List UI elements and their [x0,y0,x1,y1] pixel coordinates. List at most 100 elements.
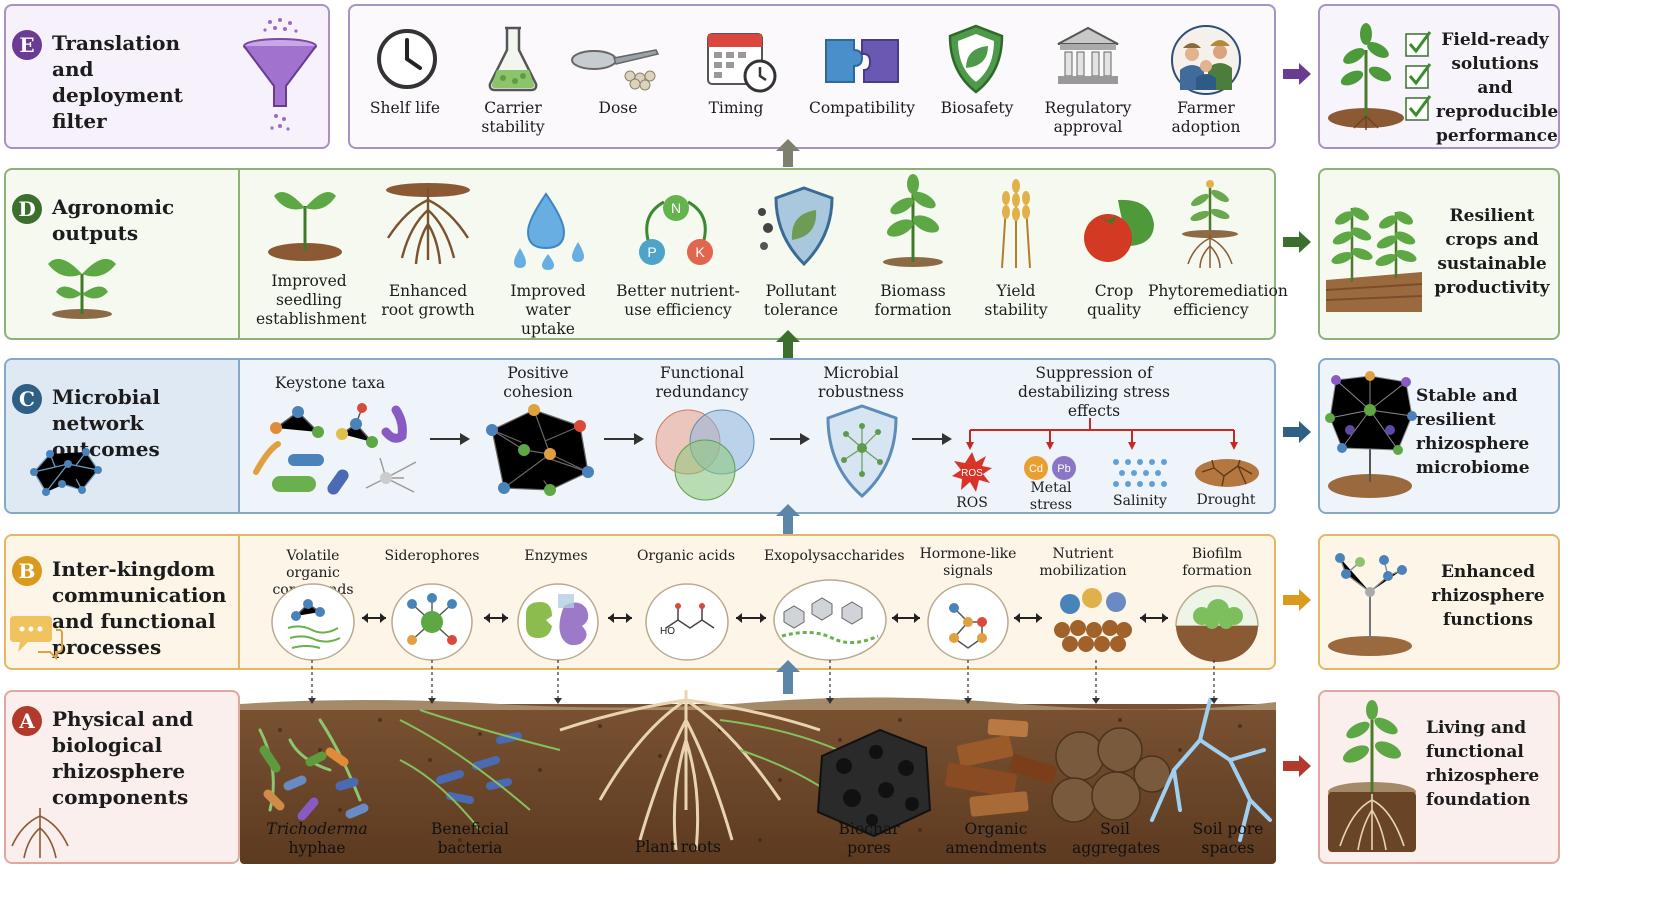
exopolysaccharide-circle-icon [773,579,887,661]
metal-ions-icon: Cd Pb [1024,456,1076,480]
item-compatibility: Compatibility [808,99,916,117]
siderophore-circle-icon [391,583,473,661]
layer-d-label: D Agronomic outputs [12,194,252,246]
layer-b-title: Inter-kingdom communication and function… [52,557,227,659]
svg-text:P: P [647,244,656,260]
seedling-icon [48,258,116,319]
item-organic-acids: Organic acids [636,548,736,564]
ros-burst-label: ROS [961,468,983,479]
arrow-b-outcome [1283,589,1311,611]
arrow-a-outcome [1283,755,1311,777]
microbiome-network-icon [1325,371,1417,498]
stress-drought: Drought [1196,492,1256,508]
item-keystone-taxa: Keystone taxa [274,374,386,392]
checklist-icon [1405,31,1432,121]
item-regulatory-approval: Regulatory approval [1044,99,1132,136]
root-icon [11,808,69,859]
layer-d-title: Agronomic outputs [52,195,175,245]
hormone-circle-icon [927,583,1009,661]
robust-shield-icon [826,404,898,499]
double-arrow-b1 [362,613,386,623]
layer-c-label: C Microbial network outcomes [12,384,222,462]
item-microbial-robustness: Microbial robustness [818,364,904,401]
double-arrow-b4 [736,613,766,623]
wheat-icon [1001,179,1031,269]
layer-a-outcome: Living and functional rhizosphere founda… [1426,718,1540,810]
layer-a-label: A Physical and biological rhizosphere co… [12,706,202,810]
arrow-d-to-e [776,139,800,167]
item-pollutant-tolerance: Pollutant tolerance [763,282,839,319]
layer-c-badge: C [12,384,42,414]
item-soil-aggregates: Soil aggregates [1072,820,1161,857]
stress-metal: Metal stress [1029,480,1073,513]
svg-text:K: K [695,244,705,260]
item-nutrient-use: Better nutrient-use efficiency [616,282,740,319]
item-improved-water: Improved water uptake [510,282,586,338]
item-positive-cohesion: Positive cohesion [503,364,573,401]
item-farmer-adoption: Farmer adoption [1171,99,1241,136]
arrow-c4 [912,433,952,445]
biofilm-circle-icon [1175,585,1259,662]
stress-salinity: Salinity [1113,493,1167,509]
item-biochar-pores: Biochar pores [838,820,900,857]
item-biofilm: Biofilm formation [1182,546,1252,579]
arrow-e-outcome [1283,63,1311,85]
layer-c-title: Microbial network outcomes [52,385,160,461]
nutrient-mobilization-icon [1054,588,1132,652]
layer-e-label: E Translation and deployment filter [12,30,222,134]
item-biomass: Biomass formation [874,282,952,319]
clock-icon [377,29,437,89]
layer-e-title: Translation and deployment filter [52,31,183,133]
item-shelf-life: Shelf life [369,99,441,117]
layer-d-badge: D [12,194,42,224]
double-arrow-b3 [608,613,632,623]
salinity-dots-icon [1113,459,1167,487]
double-arrow-b6 [1014,613,1042,623]
foundation-plant-icon [1328,700,1416,852]
layer-b-label: B Inter-kingdom communication and functi… [12,556,258,660]
arrow-d-outcome [1283,231,1311,253]
calendar-icon [707,33,777,93]
arrow-c1 [430,433,470,445]
network-icon [30,448,102,496]
arrow-c2 [604,433,644,445]
soil-panel [240,660,1276,864]
item-yield-stability: Yield stability [984,282,1048,319]
drought-soil-icon [1195,459,1259,487]
root-system-icon [386,183,470,265]
item-dose: Dose [598,99,638,117]
layer-a-badge: A [12,706,42,736]
venn-diagram-icon [655,409,755,501]
cohesion-network-icon [486,404,594,496]
layer-d-outcome: Resilient crops and sustainable producti… [1434,206,1550,298]
layer-b-divider [238,536,240,668]
item-plant-roots: Plant roots [634,838,722,856]
layer-b-outcome: Enhanced rhizosphere functions [1431,562,1545,630]
layer-b-badge: B [12,556,42,586]
item-improved-seedling: Improved seedling establishment [256,272,367,328]
arrow-a-to-b [776,660,800,694]
item-trichoderma-italic: Trichoderma [266,820,368,838]
svg-text:HO: HO [660,626,675,637]
arrow-c3 [770,433,810,445]
tomato-icon [1084,199,1154,262]
measuring-spoon-icon [571,49,660,91]
government-building-icon [1057,26,1119,84]
item-crop-quality: Crop quality [1086,282,1142,319]
layer-e-badge: E [12,30,42,60]
voc-circle-icon [271,583,355,661]
item-carrier-stability: Carrier stability [481,99,545,136]
funnel-icon [243,18,317,131]
layer-d-divider [238,170,240,338]
item-exopolysaccharides: Exopolysaccharides [764,548,905,564]
pb-ion-label: Pb [1057,463,1070,475]
farmers-icon [1171,25,1241,95]
item-hormone-like: Hormone-like signals [919,546,1017,579]
double-arrow-b5 [892,613,920,623]
layer-c-outcome: Stable and resilient rhizosphere microbi… [1416,386,1530,478]
biomass-plant-icon [883,174,943,267]
cd-ion-label: Cd [1029,463,1043,475]
svg-text:N: N [671,200,681,216]
enhanced-functions-icon [1328,553,1412,656]
